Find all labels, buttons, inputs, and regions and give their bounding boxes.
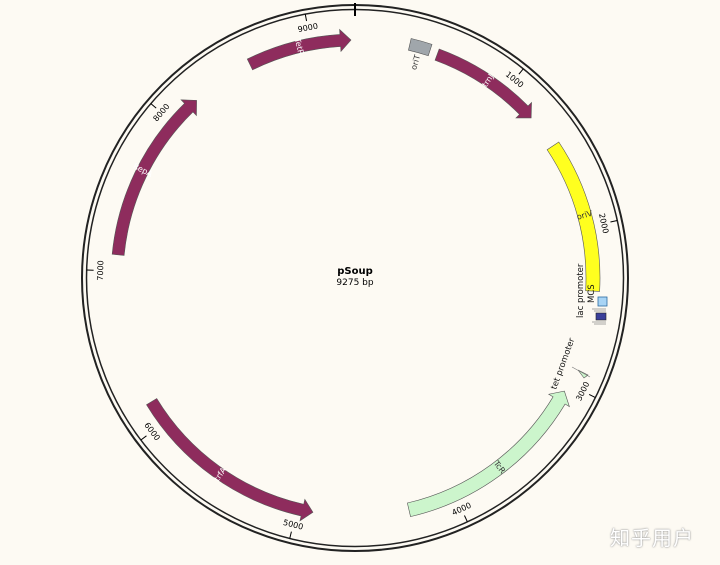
orit-label: oriT: [409, 54, 422, 71]
tick-mark: [290, 532, 292, 539]
tick-label: 2000: [597, 213, 610, 235]
feature-trfa: trfA: [146, 399, 312, 521]
tick-mark: [141, 436, 147, 440]
feature-orit: oriT: [408, 38, 432, 70]
trfa-shape: [146, 399, 312, 521]
mcs-label: MCS: [587, 284, 597, 303]
tick-label: 1000: [504, 70, 526, 90]
tick-label: 4000: [450, 501, 472, 518]
plasmid-name: pSoup: [305, 266, 405, 277]
watermark: 知乎用户: [610, 522, 694, 551]
feature-oriv: oriV: [547, 142, 600, 291]
orit-shape: [408, 38, 432, 55]
tet-promoter-label: tet promoter: [549, 336, 577, 391]
feature-tcr: TcR: [407, 391, 569, 516]
mcs-block: [596, 313, 606, 320]
tet-promoter-line: [572, 367, 590, 377]
tick-mark: [305, 14, 306, 21]
tcr-shape: [407, 391, 569, 516]
lac-promoter-label: lac promoter: [576, 263, 586, 318]
feature-repa: RepA: [112, 100, 196, 256]
lac-block: [598, 297, 607, 306]
tick-mark: [589, 394, 595, 397]
repa-shape: [112, 100, 196, 256]
tick-label: 9000: [297, 22, 319, 35]
tick-mark: [151, 104, 156, 109]
plasmid-size: 9275 bp: [305, 278, 405, 288]
tick-label: 7000: [96, 260, 106, 281]
tick-mark: [519, 69, 523, 74]
tick-label: 3000: [574, 380, 591, 402]
feature-tetr: TetR: [247, 29, 351, 69]
tick-label: 6000: [142, 421, 161, 443]
tick-mark: [610, 220, 617, 221]
tick-mark: [464, 515, 467, 521]
